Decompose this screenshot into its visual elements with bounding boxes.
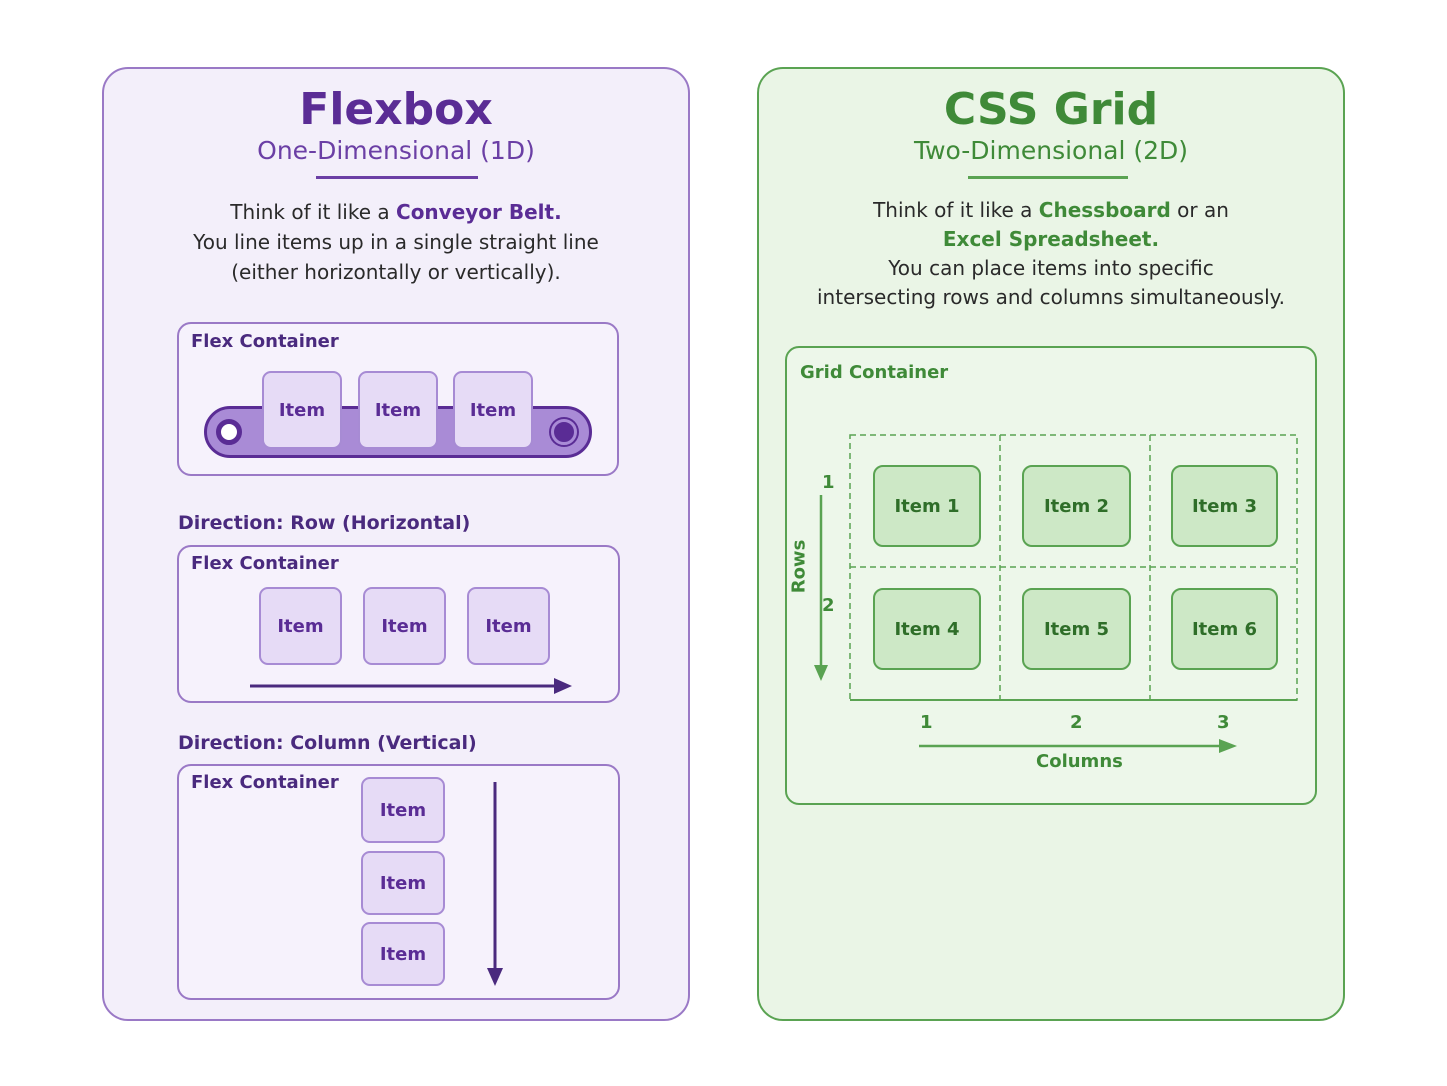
css-grid-title: CSS Grid [943, 84, 1159, 135]
flexbox-desc-line1: Think of it like a Conveyor Belt. [104, 197, 688, 227]
flexbox-title: Flexbox [299, 84, 493, 135]
columns-axis-arrow-icon [919, 739, 1237, 753]
row-item-3: Item [467, 587, 550, 665]
belt-item-1: Item [262, 371, 342, 449]
grid-item-5: Item 5 [1022, 588, 1131, 670]
grid-item-3: Item 3 [1171, 465, 1278, 547]
row-number-1: 1 [822, 472, 835, 493]
flexbox-desc-line2: You line items up in a single straight l… [193, 230, 599, 254]
column-item-2: Item [361, 851, 445, 915]
flex-column-container-label: Flex Container [191, 772, 339, 793]
flex-belt-container-label: Flex Container [191, 331, 339, 352]
grid-item-2: Item 2 [1022, 465, 1131, 547]
css-grid-description: Think of it like a Chessboard or an Exce… [759, 196, 1343, 312]
chessboard-emphasis: Chessboard [1038, 198, 1171, 222]
grid-item-4: Item 4 [873, 588, 981, 670]
belt-left-wheel-icon [216, 419, 242, 445]
belt-item-2: Item [358, 371, 438, 449]
grid-desc-line3: You can place items into specific [888, 256, 1214, 280]
excel-spreadsheet-emphasis: Excel Spreadsheet. [942, 227, 1160, 251]
column-item-1: Item [361, 777, 445, 843]
grid-desc-line4: intersecting rows and columns simultaneo… [817, 285, 1285, 309]
row-direction-arrow-icon [250, 678, 572, 694]
belt-item-3: Item [453, 371, 533, 449]
flexbox-desc-prefix: Think of it like a [230, 200, 397, 224]
row-number-2: 2 [822, 595, 835, 616]
grid-desc-line1: Think of it like a Chessboard or an [759, 196, 1343, 225]
column-number-1: 1 [920, 712, 933, 733]
row-item-2: Item [363, 587, 446, 665]
rows-axis-arrow-icon [814, 495, 828, 681]
grid-desc-prefix: Think of it like a [873, 198, 1039, 222]
column-number-3: 3 [1217, 712, 1230, 733]
row-direction-heading: Direction: Row (Horizontal) [178, 512, 471, 534]
row-item-1: Item [259, 587, 342, 665]
flex-row-container-label: Flex Container [191, 553, 339, 574]
flexbox-description: Think of it like a Conveyor Belt. You li… [104, 197, 688, 287]
grid-item-6: Item 6 [1171, 588, 1278, 670]
column-direction-arrow-icon [487, 782, 503, 986]
css-grid-subtitle: Two-Dimensional (2D) [913, 136, 1189, 165]
grid-desc-suffix: or an [1170, 198, 1229, 222]
grid-track-lines [849, 434, 1298, 701]
column-direction-heading: Direction: Column (Vertical) [178, 732, 477, 754]
grid-container [785, 346, 1317, 805]
column-item-3: Item [361, 922, 445, 986]
flexbox-title-divider [316, 176, 478, 179]
flexbox-desc-line3: (either horizontally or vertically). [231, 260, 561, 284]
grid-container-label: Grid Container [800, 362, 949, 383]
flexbox-subtitle: One-Dimensional (1D) [257, 136, 535, 165]
conveyor-belt-emphasis: Conveyor Belt. [396, 200, 562, 224]
css-grid-title-divider [968, 176, 1128, 179]
column-number-2: 2 [1070, 712, 1083, 733]
belt-right-wheel-icon [551, 419, 577, 445]
grid-item-1: Item 1 [873, 465, 981, 547]
columns-axis-label: Columns [1036, 751, 1123, 772]
rows-axis-label: Rows [788, 539, 810, 594]
